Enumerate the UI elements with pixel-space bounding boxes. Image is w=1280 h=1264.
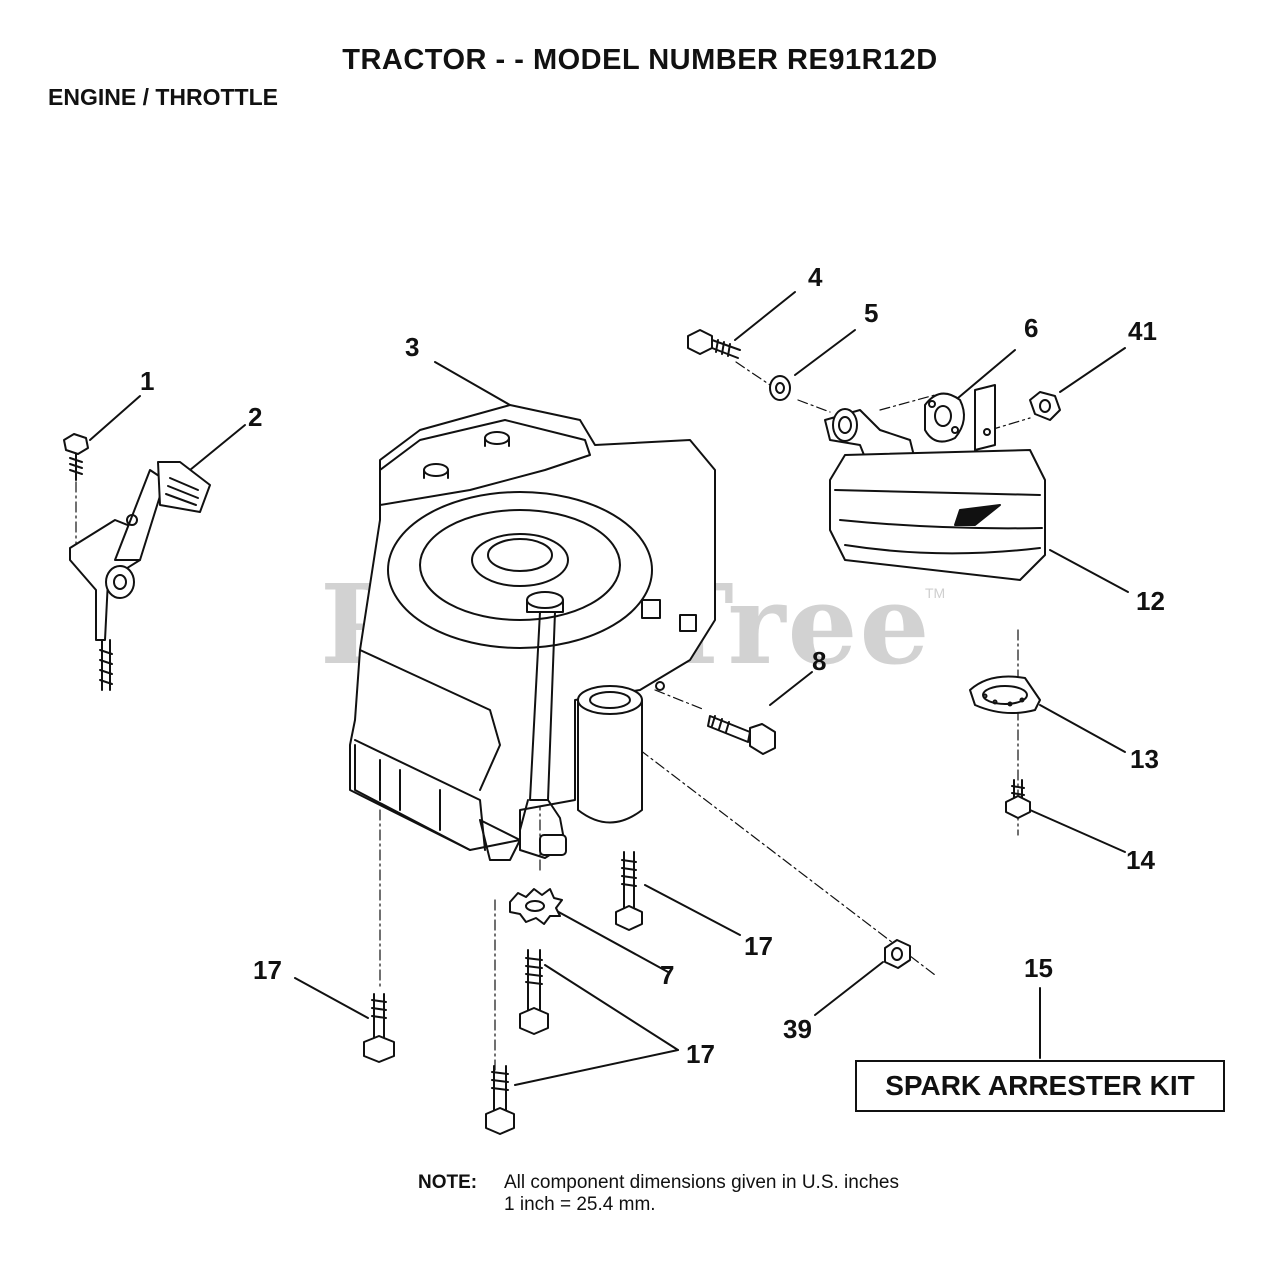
part-1-bolt xyxy=(63,433,89,481)
spark-arrester-kit-box: SPARK ARRESTER KIT xyxy=(855,1060,1225,1112)
part-7-star-washer xyxy=(509,888,563,925)
watermark-trademark: TM xyxy=(925,585,946,601)
bolt-17-upper xyxy=(615,851,643,931)
spark-arrester-kit-label: SPARK ARRESTER KIT xyxy=(885,1070,1195,1101)
part-3-engine xyxy=(349,404,716,861)
note-label: NOTE: xyxy=(418,1172,478,1193)
bolt-17-lower xyxy=(485,1065,515,1135)
part-5-washer xyxy=(769,375,791,401)
callout-17-upper: 17 xyxy=(744,931,773,961)
part-17-bolts xyxy=(363,851,643,1135)
callout-12: 12 xyxy=(1136,586,1165,616)
part-14-screw xyxy=(1005,779,1031,819)
part-6-gasket xyxy=(924,392,965,443)
page-title: TRACTOR - - MODEL NUMBER RE91R12D xyxy=(342,44,938,76)
bolt-17-left xyxy=(363,993,395,1063)
leader-lines xyxy=(89,291,1129,1086)
part-41-nut xyxy=(1029,391,1061,421)
part-13-screen xyxy=(969,675,1041,715)
callout-39: 39 xyxy=(783,1014,812,1044)
callout-15: 15 xyxy=(1024,953,1053,983)
callout-4: 4 xyxy=(808,262,823,292)
callout-17-left: 17 xyxy=(253,955,282,985)
part-12-muffler xyxy=(824,384,1046,581)
dimension-note: NOTE: All component dimensions given in U… xyxy=(418,1172,899,1215)
part-8-bolt xyxy=(707,715,776,755)
callout-13: 13 xyxy=(1130,744,1159,774)
callout-17-pair: 17 xyxy=(686,1039,715,1069)
callout-6: 6 xyxy=(1024,313,1039,343)
part-2-throttle-control xyxy=(69,461,211,691)
bolt-17-center xyxy=(519,949,549,1035)
callout-41: 41 xyxy=(1128,316,1157,346)
section-subtitle: ENGINE / THROTTLE xyxy=(48,84,278,110)
callout-1: 1 xyxy=(140,366,155,396)
callout-7: 7 xyxy=(660,960,675,990)
note-line-2: 1 inch = 25.4 mm. xyxy=(504,1194,656,1215)
note-line-1: All component dimensions given in U.S. i… xyxy=(504,1172,899,1193)
part-4-bolt xyxy=(687,329,741,359)
part-39-nut xyxy=(884,939,911,969)
callout-14: 14 xyxy=(1126,845,1155,875)
callout-8: 8 xyxy=(812,646,827,676)
callout-3: 3 xyxy=(405,332,420,362)
callout-2: 2 xyxy=(248,402,263,432)
callout-5: 5 xyxy=(864,298,879,328)
